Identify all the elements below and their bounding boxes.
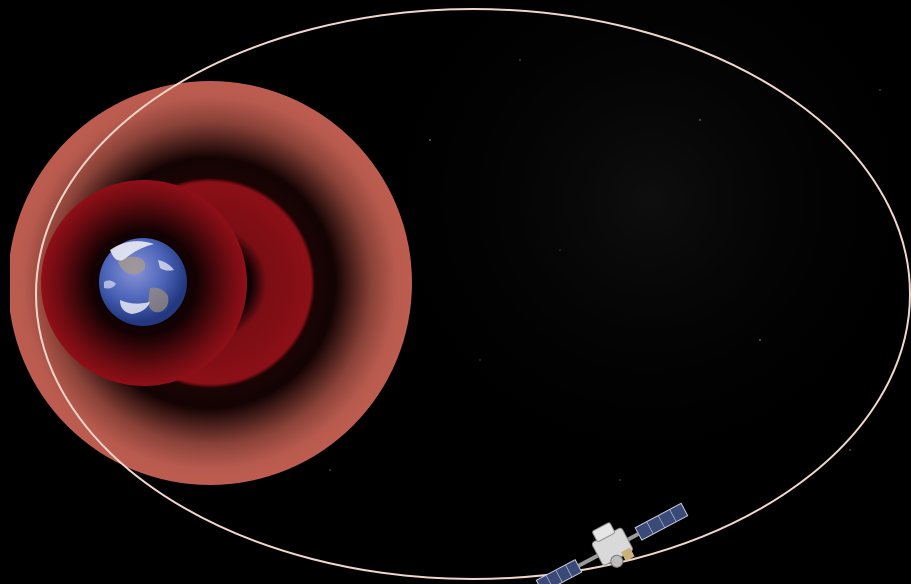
satellite-icon	[535, 502, 689, 584]
earth-icon	[99, 238, 187, 326]
orbit-path	[35, 8, 911, 580]
left-edge-shadow	[0, 0, 10, 584]
